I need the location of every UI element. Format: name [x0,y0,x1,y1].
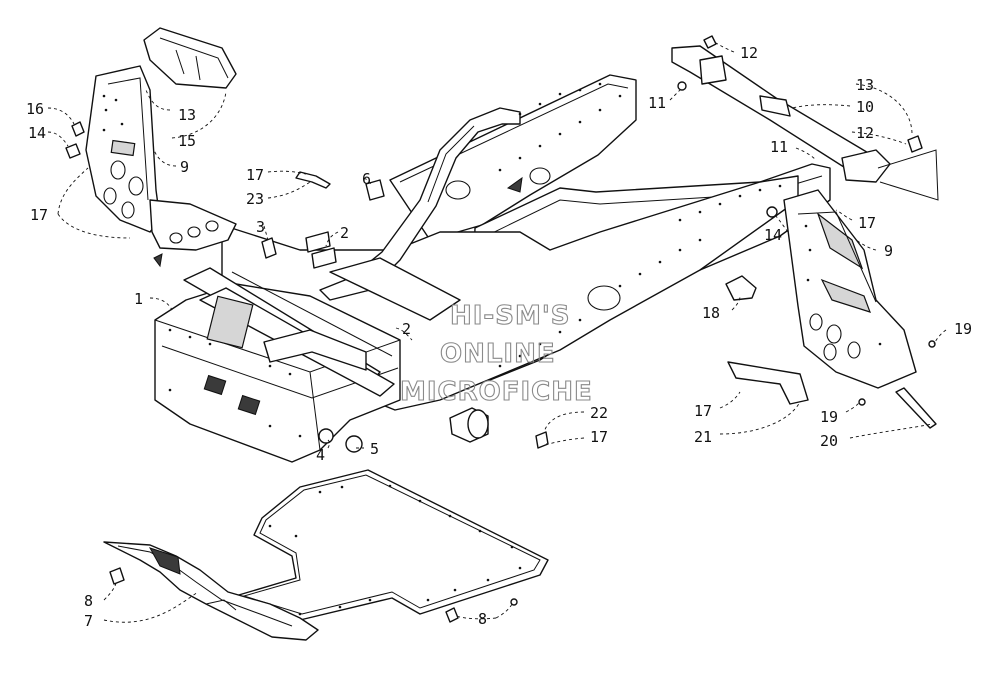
front-nose-part [103,541,319,641]
chassis-frame-part [154,74,831,463]
callout-12: 12 [740,44,758,62]
callout-2: 2 [402,320,411,338]
upper-bracket-part [143,27,237,89]
callout-21: 21 [694,428,712,446]
watermark-line-2: ONLINE [440,339,556,369]
small-hardware-parts [65,35,937,623]
callout-11: 11 [648,94,666,112]
leader-lines [47,41,947,623]
callout-19: 19 [954,320,972,338]
watermark-line-1: HI-SM'S [450,301,571,331]
callout-16: 16 [26,100,44,118]
left-steering-support-part [85,65,237,268]
callout-2: 2 [340,224,349,242]
callout-11: 11 [770,138,788,156]
callout-5: 5 [370,440,379,458]
callout-12: 12 [856,124,874,142]
callout-17: 17 [590,428,608,446]
callout-14: 14 [28,124,46,142]
callout-3: 3 [256,218,265,236]
watermark-line-3: MICROFICHE [400,377,593,407]
callout-7: 7 [84,612,93,630]
callout-19: 19 [820,408,838,426]
steering-post-part [671,45,939,201]
callout-9: 9 [180,158,189,176]
callout-10: 10 [856,98,874,116]
callout-6: 6 [362,170,371,188]
callout-14: 14 [764,226,782,244]
callout-9: 9 [884,242,893,260]
right-steering-support-part [783,189,917,389]
callout-13: 13 [178,106,196,124]
watermark: HI-SM'S ONLINE MICROFICHE [399,300,593,407]
callout-22: 22 [590,404,608,422]
callout-17: 17 [30,206,48,224]
callout-17: 17 [858,214,876,232]
callout-8: 8 [478,610,487,628]
callout-labels: 16 14 13 15 9 17 17 23 6 3 2 1 2 4 5 22 … [26,44,972,630]
callout-17: 17 [694,402,712,420]
callout-17: 17 [246,166,264,184]
callout-20: 20 [820,432,838,450]
callout-8: 8 [84,592,93,610]
callout-15: 15 [178,132,196,150]
callout-13: 13 [856,76,874,94]
belly-pan-part [231,469,549,621]
callout-4: 4 [316,446,325,464]
callout-1: 1 [134,290,143,308]
callout-23: 23 [246,190,264,208]
callout-18: 18 [702,304,720,322]
